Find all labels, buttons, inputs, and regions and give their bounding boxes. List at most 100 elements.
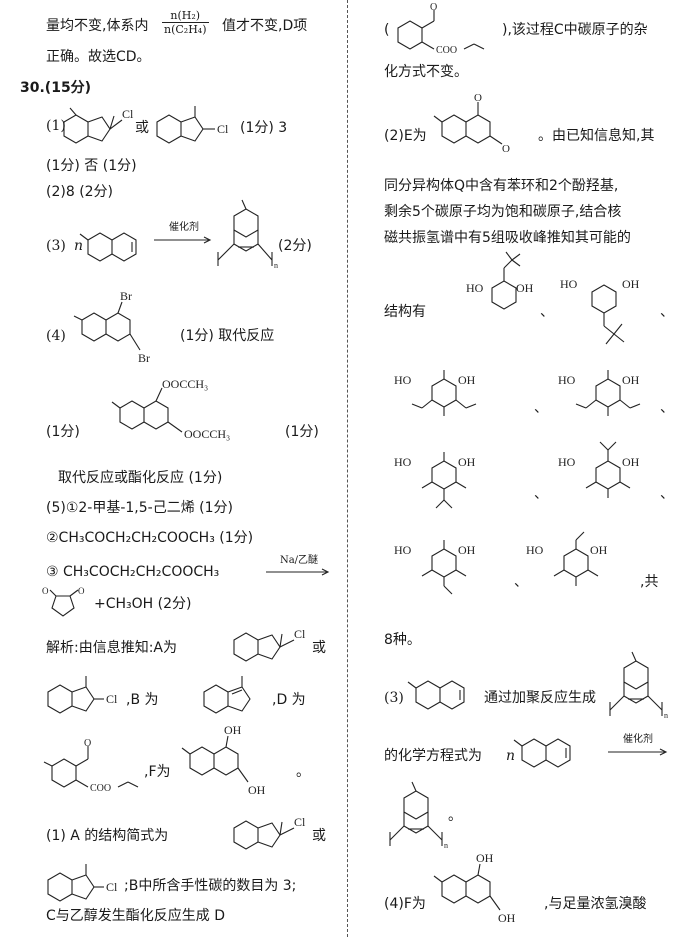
cl-label: Cl	[106, 880, 118, 894]
text-line: 磁共振氢谱中有5组吸收峰推知其可能的	[384, 230, 631, 246]
ester-label: OOCCH₃	[184, 427, 230, 441]
ho-label: HO	[394, 455, 412, 469]
ester-label: COO	[90, 783, 111, 794]
cl-label: Cl	[294, 627, 306, 641]
structure-e-diketone: O O	[433, 92, 510, 155]
answer-line: +CH₃OH (2分)	[94, 596, 192, 612]
ho-label: HO	[558, 373, 576, 387]
coefficient-n: n	[74, 238, 84, 254]
br-label: Br	[120, 289, 132, 303]
separator: 、	[660, 400, 674, 416]
oh-label: OH	[590, 543, 608, 557]
answer-label: (4)	[46, 328, 66, 344]
o-label: O	[42, 586, 49, 596]
score-text: (2分)	[278, 238, 312, 254]
oh-label: OH	[458, 455, 476, 469]
text-line: (2)E为	[384, 128, 427, 144]
analysis-line: 。	[296, 764, 310, 780]
text-line: 。由已知信息知,其	[538, 128, 655, 144]
separator: 、	[660, 304, 674, 320]
oh-label: OH	[458, 543, 476, 557]
reaction-arrow	[266, 568, 330, 576]
oh-label: OH	[622, 277, 640, 291]
analysis-line: (1) A 的结构简式为	[46, 828, 169, 844]
structure-a-isomer-1: Cl	[63, 107, 134, 144]
answer-line: ③ CH₃COCH₂CH₂COOCH₃	[46, 564, 220, 580]
text-line: 8种。	[384, 632, 421, 648]
answer-label: (1)	[46, 118, 66, 134]
structure-monomer	[513, 738, 571, 768]
condition-label: Na/乙醚	[279, 555, 319, 566]
text-line: 的化学方程式为	[384, 748, 482, 764]
analysis-line: ;B中所含手性碳的数目为 3;	[124, 878, 297, 894]
analysis-line: 或	[312, 640, 326, 656]
oh-label: OH	[498, 911, 516, 925]
analysis-line: ,D 为	[272, 692, 306, 708]
structure-f-diol: OH OH	[181, 723, 266, 797]
n-subscript: n	[274, 261, 278, 270]
oh-label: OH	[516, 281, 534, 295]
catalyst-label: 催化剂	[169, 222, 199, 233]
answer-label: (3)	[384, 690, 404, 706]
ho-label: HO	[394, 543, 412, 557]
analysis-line: 解析:由信息推知:A为	[46, 640, 178, 656]
cl-label: Cl	[106, 692, 118, 706]
cl-label: Cl	[217, 122, 229, 136]
analysis-line: ,B 为	[126, 692, 159, 708]
structure-monomer	[79, 232, 137, 262]
or-text: 或	[135, 120, 149, 136]
o-label: O	[84, 738, 91, 749]
o-label: O	[474, 92, 482, 104]
structure-a-isomer-2: Cl	[47, 864, 118, 902]
analysis-line: C与乙醇发生酯化反应生成 D	[46, 908, 226, 924]
answer-line: 取代反应或酯化反应 (1分)	[58, 470, 223, 486]
br-label: Br	[138, 351, 150, 365]
text-line: ,与足量浓氢溴酸	[544, 896, 647, 912]
ho-label: HO	[558, 455, 576, 469]
isomer-structure-5: HO OH	[394, 452, 476, 509]
o-label: O	[430, 2, 437, 13]
isomer-structure-4: HO OH	[558, 370, 641, 416]
answer-label: (3)	[46, 238, 66, 254]
structure-polymer: n	[609, 651, 668, 720]
structure-f-diol: OH OH	[433, 851, 516, 925]
score-text: (1分) 3	[240, 120, 288, 136]
separator: 、	[514, 574, 528, 590]
analysis-line: ,F为	[144, 764, 171, 780]
period: 。	[448, 808, 462, 824]
score-text: (1分) 取代反应	[180, 328, 275, 344]
ho-label: HO	[560, 277, 578, 291]
cl-label: Cl	[294, 815, 306, 829]
cl-label: Cl	[122, 107, 134, 121]
oh-label: OH	[458, 373, 476, 387]
score-text: (1分)	[285, 424, 319, 440]
oh-label: OH	[622, 455, 640, 469]
catalyst-label: 催化剂	[623, 734, 653, 745]
analysis-line: 或	[312, 828, 326, 844]
text-line: 正确。故选CD。	[46, 49, 151, 65]
structure-b-alkene	[203, 676, 251, 714]
separator: 、	[534, 400, 548, 416]
structure-cyclopentanedione: O O	[42, 586, 85, 617]
oh-label: OH	[248, 783, 266, 797]
reaction-arrow	[154, 236, 212, 244]
o-label: O	[502, 143, 510, 155]
separator: 、	[534, 486, 548, 502]
fraction-denominator: n(C₂H₄)	[164, 23, 207, 37]
text-line: 同分异构体Q中含有苯环和2个酚羟基,	[384, 178, 619, 194]
ester-label: OOCCH₃	[162, 377, 208, 391]
answer-line: (5)①2-甲基-1,5-己二烯 (1分)	[46, 500, 233, 516]
text-line: ),该过程C中碳原子的杂	[502, 22, 648, 38]
fraction-numerator: n(H₂)	[162, 9, 209, 24]
structure-d-ketoester: O COO	[43, 738, 139, 794]
ho-label: HO	[526, 543, 544, 557]
total-text: ,共	[640, 574, 659, 590]
structure-diester: OOCCH₃ OOCCH₃	[111, 377, 230, 441]
o-label: O	[78, 586, 85, 596]
ester-label: COO	[436, 45, 457, 56]
n-subscript: n	[664, 711, 668, 720]
structure-polymer: n	[389, 781, 448, 850]
text-line: (	[384, 22, 390, 38]
coefficient-n: n	[506, 748, 516, 764]
